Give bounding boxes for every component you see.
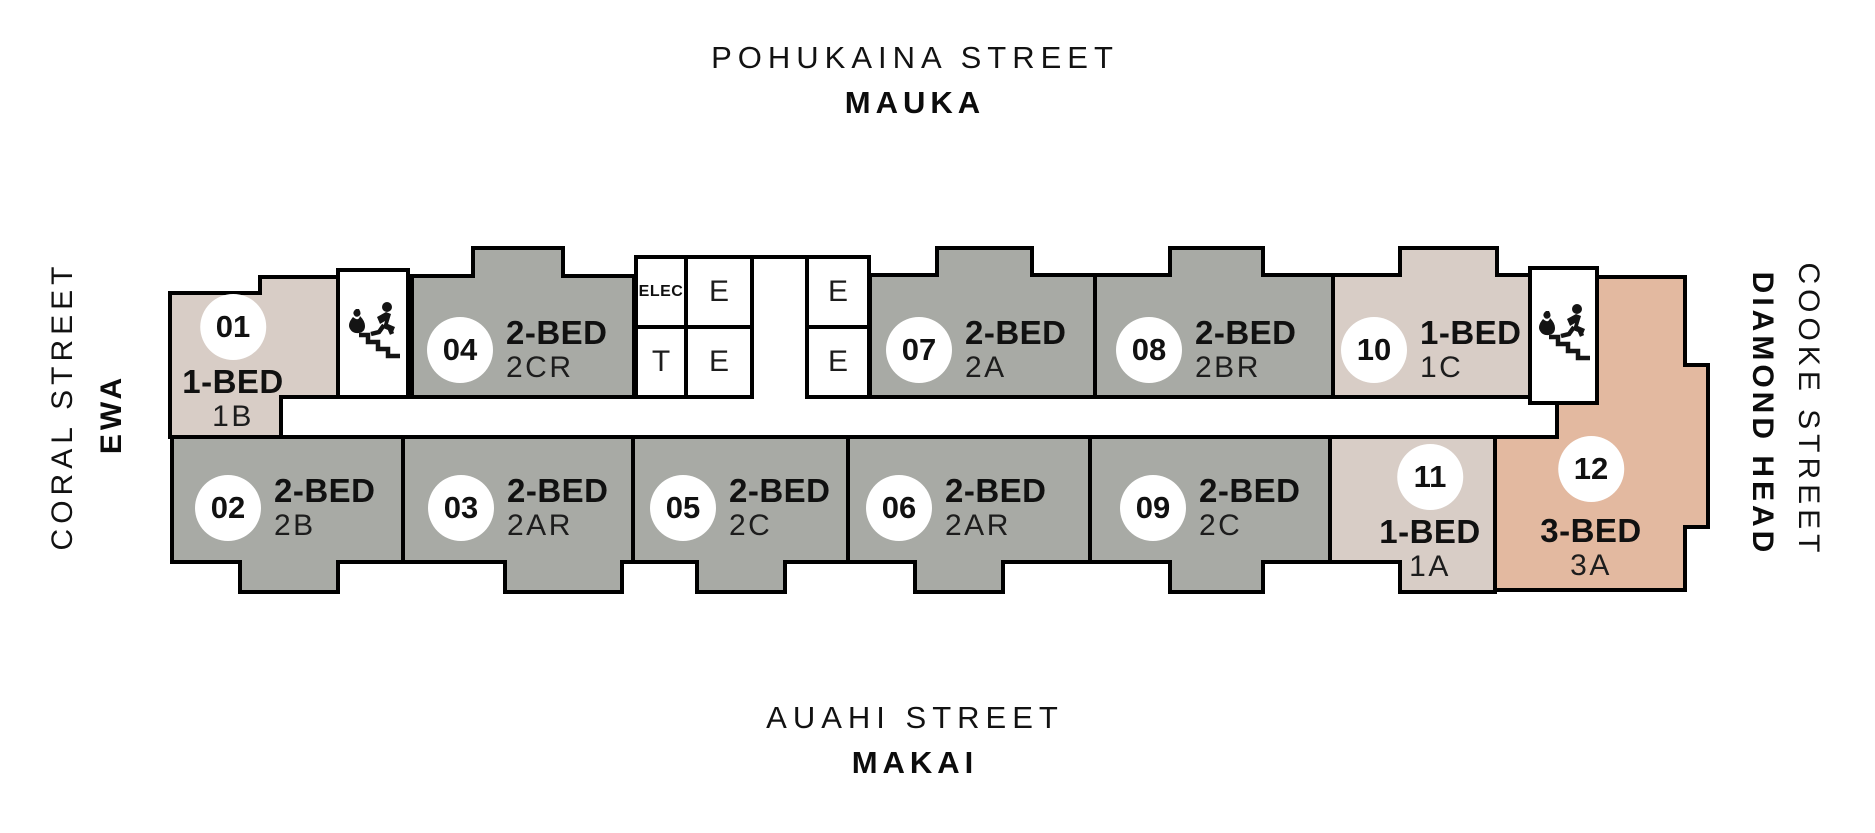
elevator-1 xyxy=(684,255,754,329)
unit-number: 10 xyxy=(1356,331,1392,367)
unit-plan: 2BR xyxy=(1195,351,1261,384)
elevator-4 xyxy=(805,325,871,399)
unit-12-label[interactable]: 12 3-BED 3A xyxy=(1540,436,1642,583)
unit-01-label[interactable]: 01 1-BED 1B xyxy=(182,294,284,434)
elevator-label: E xyxy=(827,275,849,308)
unit-plan: 2C xyxy=(729,509,773,542)
unit-02-label[interactable]: 02 2-BED 2B xyxy=(195,472,376,543)
unit-plan: 2C xyxy=(1199,509,1243,542)
street-name: AUAHI STREET xyxy=(766,700,1064,735)
trash-room xyxy=(634,325,688,399)
unit-05-label[interactable]: 05 2-BED 2C xyxy=(650,472,831,543)
unit-type: 2-BED xyxy=(729,472,831,509)
street-name-ewa: CORAL STREET xyxy=(46,261,79,551)
unit-plan: 1B xyxy=(212,400,254,433)
unit-type: 1-BED xyxy=(1379,513,1481,550)
elevator-label: E xyxy=(708,345,730,378)
unit-plan: 2CR xyxy=(506,351,574,384)
unit-plan: 1C xyxy=(1420,351,1464,384)
trash-label: T xyxy=(651,345,671,378)
unit-type: 2-BED xyxy=(965,314,1067,351)
unit-number-badge: 08 xyxy=(1116,316,1182,383)
unit-plan: 3A xyxy=(1570,549,1612,582)
unit-number: 05 xyxy=(665,489,701,525)
unit-07-label[interactable]: 07 2-BED 2A xyxy=(886,314,1067,385)
street-label-mauka: POHUKAINA STREET MAUKA xyxy=(711,40,1119,121)
unit-03-label[interactable]: 03 2-BED 2AR xyxy=(428,472,609,543)
unit-number-badge: 01 xyxy=(200,294,266,360)
unit-10-label[interactable]: 10 1-BED 1C xyxy=(1341,314,1522,385)
unit-plan: 2A xyxy=(965,351,1007,384)
unit-plan: 1A xyxy=(1409,550,1451,583)
unit-type: 2-BED xyxy=(1199,472,1301,509)
unit-number-badge: 05 xyxy=(650,474,716,541)
unit-11-label[interactable]: 11 1-BED 1A xyxy=(1379,444,1481,584)
unit-number-badge: 11 xyxy=(1397,444,1463,510)
street-name-diamond-head: COOKE STREET xyxy=(1792,262,1825,558)
unit-type: 1-BED xyxy=(182,363,284,400)
street-direction-ewa: EWA xyxy=(95,373,128,455)
unit-number-badge: 04 xyxy=(427,316,493,383)
unit-09-label[interactable]: 09 2-BED 2C xyxy=(1120,472,1301,543)
unit-plan: 2AR xyxy=(507,509,573,542)
unit-number-badge: 09 xyxy=(1120,474,1186,541)
elevator-2 xyxy=(684,325,754,399)
unit-06-label[interactable]: 06 2-BED 2AR xyxy=(866,472,1047,543)
unit-number: 02 xyxy=(210,489,246,525)
unit-number: 01 xyxy=(215,309,251,344)
unit-type: 2-BED xyxy=(506,314,608,351)
elevator-label: E xyxy=(827,345,849,378)
elec-label: ELEC xyxy=(638,283,684,300)
unit-number: 12 xyxy=(1573,451,1609,486)
street-direction: MAKAI xyxy=(851,745,979,780)
unit-number: 11 xyxy=(1413,459,1447,494)
unit-number: 03 xyxy=(443,489,479,525)
unit-number-badge: 06 xyxy=(866,474,932,541)
unit-number-badge: 07 xyxy=(886,316,952,383)
unit-type: 2-BED xyxy=(1195,314,1297,351)
unit-number-badge: 02 xyxy=(195,474,261,541)
unit-type: 3-BED xyxy=(1540,512,1642,549)
unit-number: 07 xyxy=(901,331,937,367)
unit-08-label[interactable]: 08 2-BED 2BR xyxy=(1116,314,1297,385)
unit-number-badge: 03 xyxy=(428,474,494,541)
street-label-makai: AUAHI STREET MAKAI xyxy=(766,700,1064,781)
unit-plan: 2AR xyxy=(945,509,1011,542)
unit-plan: 2B xyxy=(274,509,316,542)
unit-number: 06 xyxy=(881,489,917,525)
street-direction-diamond-head: DIAMOND HEAD xyxy=(1746,271,1779,557)
street-direction: MAUKA xyxy=(844,85,986,120)
unit-number: 08 xyxy=(1131,331,1167,367)
unit-type: 2-BED xyxy=(945,472,1047,509)
unit-number-badge: 10 xyxy=(1341,316,1407,383)
unit-number-badge: 12 xyxy=(1558,436,1624,502)
street-name: POHUKAINA STREET xyxy=(711,40,1119,75)
unit-type: 1-BED xyxy=(1420,314,1522,351)
unit-type: 2-BED xyxy=(274,472,376,509)
elevator-3 xyxy=(805,255,871,329)
unit-04-label[interactable]: 04 2-BED 2CR xyxy=(427,314,608,385)
unit-type: 2-BED xyxy=(507,472,609,509)
elevator-label: E xyxy=(708,275,730,308)
unit-number: 04 xyxy=(442,331,478,367)
unit-number: 09 xyxy=(1135,489,1171,525)
